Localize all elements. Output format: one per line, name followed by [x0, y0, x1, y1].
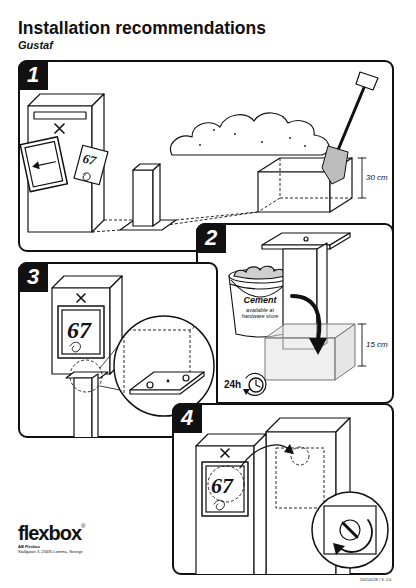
step-number: 2	[196, 223, 226, 253]
curing-time: 24h	[224, 380, 241, 390]
step-number: 3	[18, 262, 48, 292]
step-panel: 2Cement available at hardware store	[196, 223, 394, 404]
cement	[234, 266, 286, 279]
cement-bucket: Cement available at hardware store	[226, 262, 294, 338]
bucket-body	[229, 276, 291, 337]
house-number: 67	[211, 475, 233, 497]
house-number: 67	[67, 318, 91, 342]
dimension: 15 cm	[366, 341, 388, 349]
bucket-label: Cement	[226, 296, 294, 305]
brand-logo: flexbox	[18, 523, 81, 543]
step-number: 1	[18, 60, 48, 90]
dimension: 30 cm	[366, 174, 388, 182]
model-name: Gustaf	[18, 40, 53, 51]
page-title: Installation recommendations	[18, 20, 266, 38]
company-name: AB Flexbox	[18, 545, 40, 549]
company-address: Stallgatan 3, 23435 Lomma, Sverige	[18, 550, 83, 554]
step-number: 4	[172, 403, 202, 433]
document-version: 20210128 / V. 1.0	[360, 578, 391, 582]
bucket-handle	[231, 280, 289, 297]
registered-mark: ®	[81, 523, 85, 529]
bucket-note: available at hardware store	[238, 307, 282, 319]
step-panel: 4	[172, 403, 394, 575]
